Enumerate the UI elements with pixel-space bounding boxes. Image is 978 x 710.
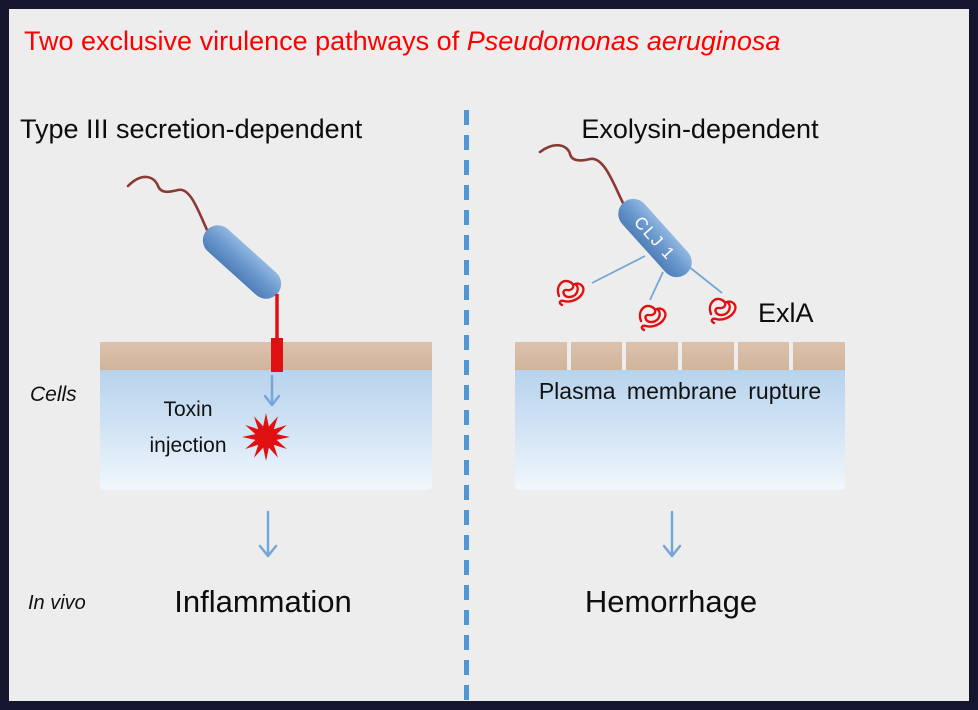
left-plasma-membrane bbox=[100, 342, 432, 370]
left-flagellum-icon bbox=[126, 175, 209, 232]
exla-protein-label: ExlA bbox=[758, 298, 814, 328]
species-name: Pseudomonas aeruginosa bbox=[466, 26, 781, 56]
figure-title-text: Two exclusive virulence pathways of bbox=[24, 26, 467, 56]
right-flagellum-icon bbox=[538, 143, 625, 205]
cells-side-label: Cells bbox=[30, 383, 77, 406]
exolysin-secretion-lines bbox=[591, 255, 723, 301]
right-cell-interior bbox=[515, 370, 845, 490]
exla-squiggle-icon bbox=[556, 279, 585, 307]
membrane-segment bbox=[682, 342, 734, 370]
membrane-segment bbox=[515, 342, 567, 370]
left-bacterium-body-icon bbox=[202, 225, 282, 299]
right-plasma-membrane-ruptured bbox=[515, 342, 846, 370]
membrane-segment bbox=[626, 342, 679, 370]
left-pathway-header: Type III secretion-dependent bbox=[20, 114, 363, 144]
dashed-divider bbox=[464, 110, 469, 700]
right-outcome-label: Hemorrhage bbox=[584, 584, 758, 619]
membrane-segment bbox=[570, 342, 623, 370]
right-outcome-arrow bbox=[662, 510, 682, 558]
invivo-side-label: In vivo bbox=[28, 592, 86, 614]
right-bacterium-body-icon bbox=[618, 198, 692, 278]
membrane-rupture-label: Plasma membrane rupture bbox=[538, 378, 822, 404]
left-bacterium bbox=[126, 175, 282, 299]
right-bacterium: CLJ 1 bbox=[538, 143, 692, 278]
clj1-strain-label: CLJ 1 bbox=[630, 213, 679, 264]
right-pathway-header: Exolysin-dependent bbox=[581, 114, 819, 144]
exla-squiggle-icon bbox=[708, 297, 737, 325]
figure-title: Two exclusive virulence pathways of Pseu… bbox=[24, 26, 780, 57]
exla-protein-icons bbox=[556, 279, 737, 332]
left-outcome-label: Inflammation bbox=[174, 584, 352, 619]
toxin-injection-label: Toxin injection bbox=[149, 398, 227, 457]
membrane-segment bbox=[793, 342, 846, 370]
exla-squiggle-icon bbox=[638, 304, 667, 332]
membrane-segment bbox=[737, 342, 790, 370]
left-outcome-arrow bbox=[258, 510, 278, 558]
